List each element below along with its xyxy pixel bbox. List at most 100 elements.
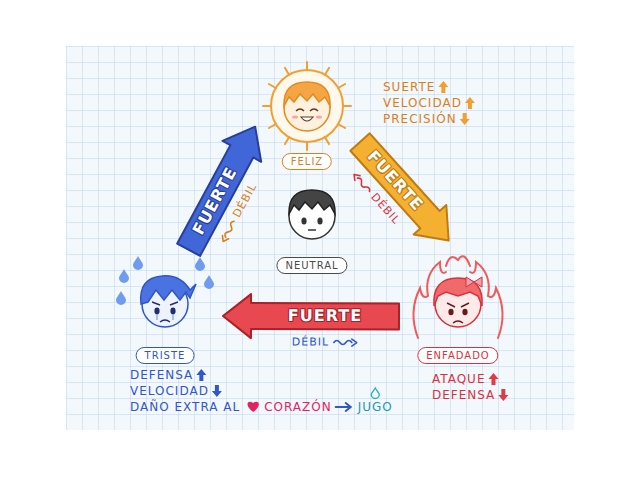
angry-face [453,321,463,323]
label-pill: ENFADADO [417,347,498,364]
graph-paper [66,46,574,430]
up-arrow-icon [465,97,475,109]
angry-face [413,256,502,338]
stat-label: CORAZÓN [264,400,332,414]
node-label: TRISTE [145,349,186,362]
label-pill: TRISTE [136,347,195,364]
stat-label: JUGO [358,400,393,414]
happy-face [269,84,276,88]
arrow-label: FUERTE [190,164,241,238]
neutral-face [301,217,306,224]
stat-label: ATAQUE [432,372,485,386]
up-arrow-icon [196,369,206,381]
drop-icon [371,388,379,399]
graph-paper [66,46,574,430]
sad-face [170,308,175,315]
neutral-face [317,217,322,224]
neutral-face [289,190,335,239]
neutral-face [308,229,316,231]
up-arrow-icon [438,81,448,93]
happy-face [306,142,308,150]
weak-arrow [218,217,239,245]
node-label: FELIZ [291,155,323,168]
happy-face [325,68,329,75]
angry-face [448,309,453,315]
emotion-node: ENFADADO [405,245,511,364]
label-pill: NEUTRAL [276,257,347,274]
down-arrow-icon [460,113,470,125]
happy-face [325,137,329,144]
arrow-icon [336,403,351,411]
angry-face [462,309,467,315]
happy-face [263,105,271,107]
weak-arrow [334,339,357,346]
node-label: ENFADADO [426,349,489,362]
weak-arrow [220,219,237,243]
happy-face [343,105,351,107]
sad-face [116,291,126,305]
weak-arrow [220,219,237,243]
heart-icon [247,402,258,412]
happy-face [316,115,322,118]
weak-arrow [352,172,373,194]
emotion-node: TRISTE [113,255,217,364]
weak-label: DÉBIL [230,181,259,220]
block-arrow-shape [350,133,448,240]
neutral-face [289,190,335,214]
weak-arrow [334,339,357,346]
up-arrow-icon [465,97,475,109]
angry-face [447,303,469,307]
sad-face [204,275,214,289]
down-arrow-icon [212,385,222,397]
angry-face [466,277,482,287]
down-arrow-icon [460,113,470,125]
stat-label: VELOCIDAD [130,384,209,398]
block-arrow [177,127,261,256]
arrow-label: FUERTE [288,307,362,325]
angry-face [413,256,502,338]
angry-face [434,278,482,306]
sad-face [157,315,173,320]
down-arrow-icon [212,385,222,397]
stat-label: SUERTE [383,80,435,94]
heart-icon [247,402,258,412]
angry-face [446,256,470,266]
sad-face [154,308,159,315]
weak-note: DÉBIL [292,336,358,349]
label-pill: FELIZ [282,153,332,170]
happy-face [285,68,289,75]
happy-face [285,137,289,144]
happy-face [296,109,318,111]
up-arrow-icon [196,369,206,381]
block-arrow [350,133,448,240]
happy-face [284,82,330,106]
stat-label: DEFENSA [130,368,193,382]
arrow-icon [336,403,351,411]
sad-face [141,276,196,304]
sad-face [160,320,170,322]
weak-arrow [352,172,373,194]
weak-arrow [350,170,375,196]
weak-arrow [332,337,358,347]
block-arrow-shape [177,127,261,256]
happy-face [263,62,351,150]
drop-icon [371,388,379,399]
graph-paper [66,46,574,430]
emotion-node: NEUTRAL [262,182,362,274]
happy-face [306,62,308,70]
sad-face [116,256,214,327]
happy-face [271,70,343,142]
stat-label: DEFENSA [432,388,495,402]
block-arrow [223,294,399,338]
sad-face [152,302,178,305]
sad-face [195,257,205,271]
happy-face [301,117,313,121]
stat-label: DAÑO EXTRA AL [130,400,240,414]
stat-label: PRECISIÓN [383,112,457,126]
sad-face [116,256,214,305]
happy-face [269,124,276,128]
happy-face [263,62,351,150]
happy-face [292,115,298,118]
